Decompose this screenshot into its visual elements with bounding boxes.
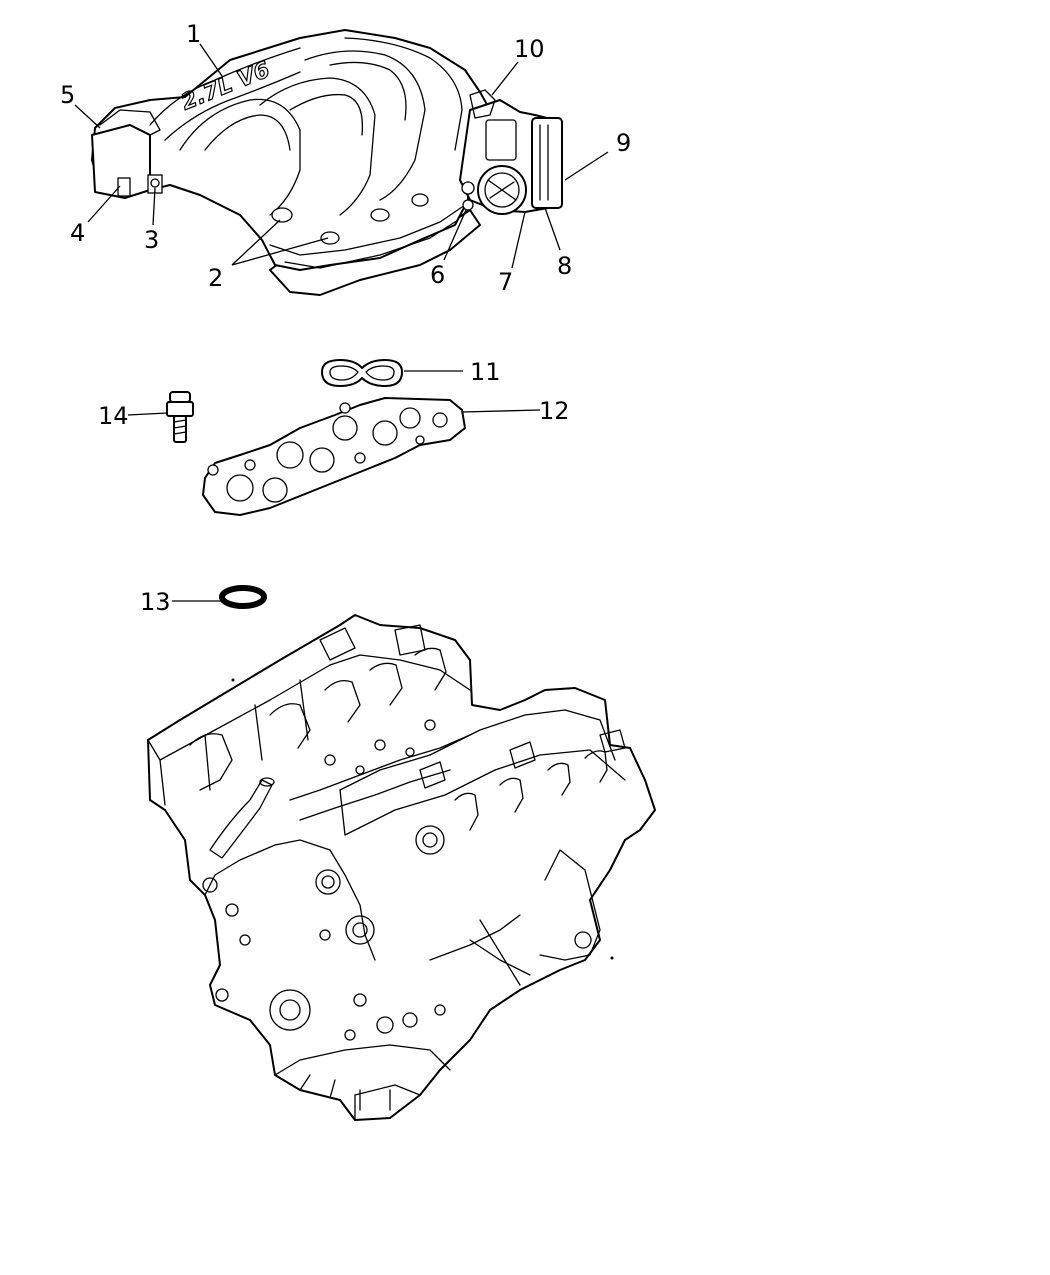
callout-10: 10 xyxy=(514,35,545,63)
callout-7: 7 xyxy=(498,268,513,296)
callout-9: 9 xyxy=(616,129,631,157)
leader-lines xyxy=(74,43,609,602)
bolt xyxy=(166,391,194,443)
callout-5: 5 xyxy=(60,81,75,109)
lower-manifold-gasket-plate xyxy=(202,397,466,516)
callout-8: 8 xyxy=(557,252,572,280)
callout-3: 3 xyxy=(144,226,159,254)
plenum-gasket xyxy=(321,359,403,387)
callout-11: 11 xyxy=(470,358,501,386)
callout-14: 14 xyxy=(98,402,129,430)
callout-6: 6 xyxy=(430,261,445,289)
intake-manifold-assembly: 2.7L V6 xyxy=(91,29,563,296)
o-ring xyxy=(219,585,267,609)
callout-12: 12 xyxy=(539,397,570,425)
engine-block xyxy=(147,614,656,1121)
callout-2: 2 xyxy=(208,264,223,292)
callout-4: 4 xyxy=(70,219,85,247)
callout-1: 1 xyxy=(186,20,201,48)
callout-labels: 1 2 3 4 5 6 7 8 9 10 11 12 13 14 xyxy=(60,20,631,616)
callout-13: 13 xyxy=(140,588,171,616)
